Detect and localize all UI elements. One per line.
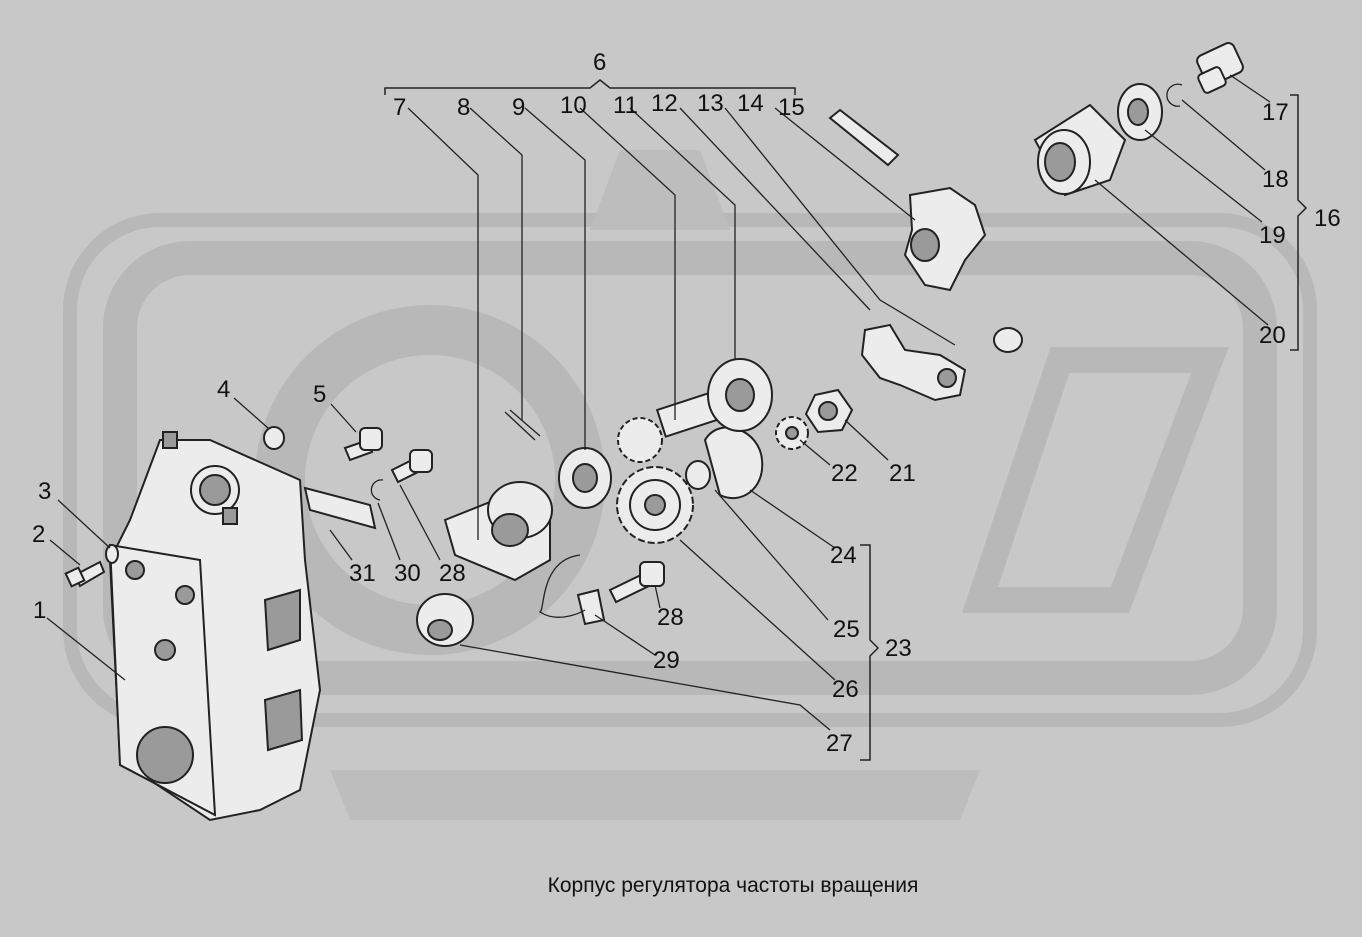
leader-lines [46, 74, 1271, 731]
label-26: 26 [832, 676, 859, 703]
label-17: 17 [1262, 99, 1289, 126]
bolt-part-28a [390, 449, 433, 484]
label-19: 19 [1259, 222, 1286, 249]
bushing-part-19 [1117, 83, 1163, 141]
diagram-caption: Корпус регулятора частоты вращения [548, 874, 919, 897]
label-18: 18 [1262, 166, 1289, 193]
screw-part-5 [343, 427, 383, 462]
label-28a: 28 [439, 560, 466, 587]
plate-part-31 [303, 486, 377, 530]
lock-washer-part-29 [576, 588, 606, 626]
plug-part-17 [1196, 42, 1244, 94]
label-21: 21 [889, 460, 916, 487]
label-20: 20 [1259, 322, 1286, 349]
nut-part-21 [804, 388, 854, 434]
bearing-part-9 [558, 447, 612, 509]
label-29: 29 [653, 647, 680, 674]
bracket-part-14 [903, 186, 987, 292]
spring-pin-part-8 [504, 409, 541, 441]
label-3: 3 [38, 478, 51, 505]
label-1: 1 [33, 597, 46, 624]
ring-part-18 [1166, 83, 1183, 107]
sleeve-part-20 [1033, 103, 1127, 197]
label-5: 5 [313, 381, 326, 408]
label-13: 13 [697, 90, 724, 117]
gear-part-26 [616, 466, 694, 544]
label-11: 11 [613, 92, 638, 119]
flange-part-7 [443, 481, 553, 582]
washer-part-3 [105, 544, 119, 564]
pin-part-25 [685, 460, 711, 490]
label-9: 9 [512, 94, 525, 121]
label-4: 4 [217, 376, 230, 403]
label-15: 15 [778, 94, 805, 121]
weights-part-24 [703, 426, 764, 500]
brace-group-6 [384, 79, 796, 95]
label-22: 22 [831, 460, 858, 487]
label-2: 2 [32, 521, 45, 548]
part-labels: 1 2 3 4 5 6 7 8 9 10 11 12 13 14 15 16 1… [32, 49, 1341, 757]
label-24: 24 [830, 542, 857, 569]
label-27: 27 [826, 730, 853, 757]
label-30: 30 [394, 560, 421, 587]
label-10: 10 [560, 92, 587, 119]
brace-group-23 [860, 544, 880, 761]
housing-part-1 [108, 431, 322, 822]
ring-part-30 [370, 479, 384, 501]
bolt-part-2 [64, 560, 106, 588]
bolt-part-28b [608, 561, 665, 604]
label-31: 31 [349, 560, 376, 587]
pin-part-4 [263, 426, 285, 450]
label-14: 14 [737, 90, 764, 117]
star-washer-part-22 [775, 416, 809, 450]
label-7: 7 [393, 94, 406, 121]
lever-part-12 [860, 323, 1023, 402]
bushing-part-27 [416, 593, 474, 647]
brace-group-16 [1290, 94, 1308, 351]
label-12: 12 [651, 90, 678, 117]
gear-wheel-part-13 [707, 358, 773, 432]
wire-part-29 [538, 554, 586, 618]
label-23: 23 [885, 635, 912, 662]
label-28b: 28 [657, 604, 684, 631]
label-8: 8 [457, 94, 470, 121]
label-6: 6 [593, 49, 606, 76]
gear-shaft-part-10 [617, 390, 725, 463]
pin-part-15 [828, 108, 900, 167]
label-16: 16 [1314, 205, 1341, 232]
label-25: 25 [833, 616, 860, 643]
